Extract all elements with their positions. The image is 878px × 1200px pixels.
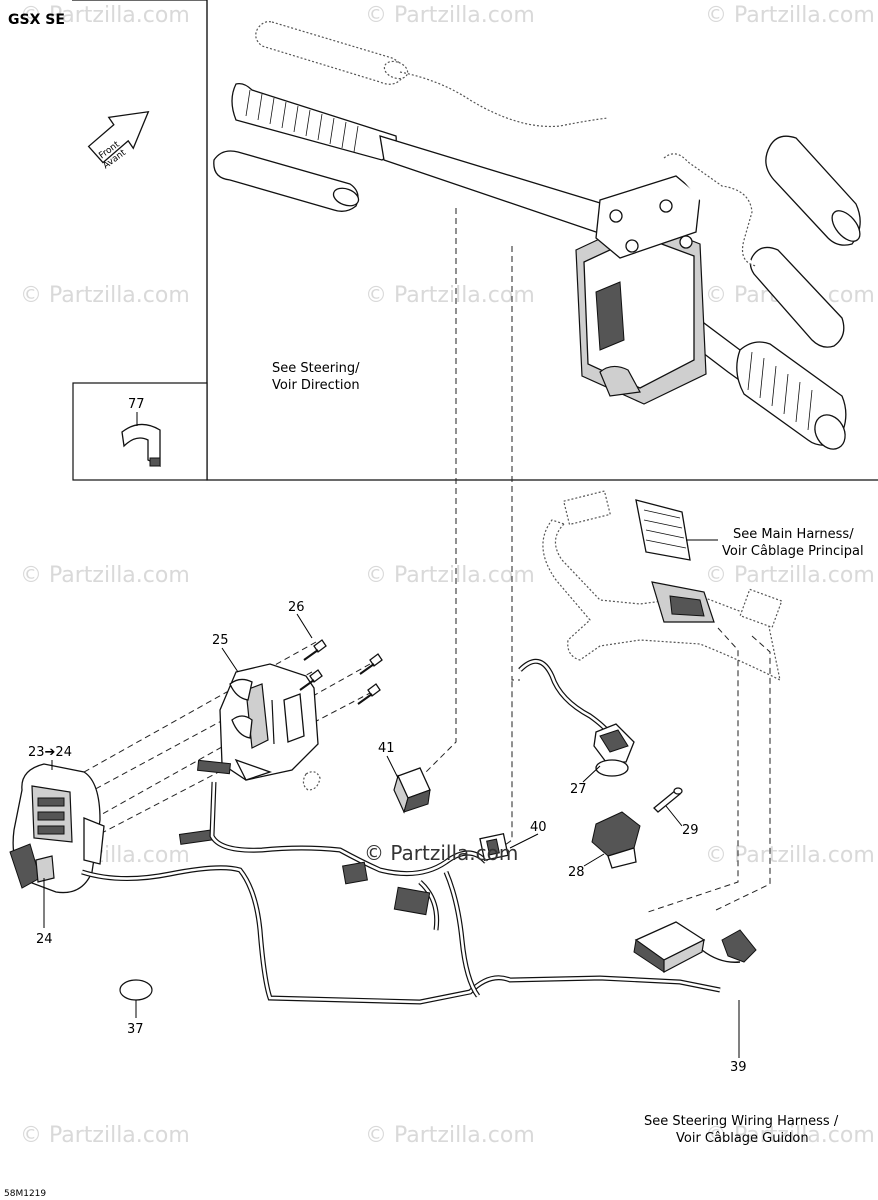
main-harness-note-line2: Voir Câblage Principal [722,544,864,559]
drawing-code: 58M1219 [4,1189,46,1199]
part-25-housing [219,663,319,781]
handlebar-assembly [213,21,861,450]
callout-77: 77 [128,397,145,412]
watermark: © Partzilla.com [365,563,535,588]
callout-29: 29 [682,823,699,838]
part-41-relay [393,767,431,814]
steering-wiring-note-line1: See Steering Wiring Harness / [644,1114,839,1129]
clip-ghost [302,771,321,791]
model-label: GSX SE [8,12,65,28]
callout-41: 41 [378,741,395,756]
part-39-module [633,921,757,973]
watermark: © Partzilla.com [705,3,875,28]
callout-40: 40 [530,820,547,835]
part-28-cap [591,811,641,869]
steering-note-line2: Voir Direction [272,378,360,393]
watermark: © Partzilla.com [365,1123,535,1148]
center-watermark: © Partzilla.com [364,841,518,865]
main-harness-ghost [542,490,783,682]
steering-note-line1: See Steering/ [272,361,360,376]
front-direction-arrow: Front Avant [87,110,150,171]
watermark: © Partzilla.com [705,843,875,868]
watermark: © Partzilla.com [365,3,535,28]
switch-connectors [178,759,231,845]
reference-notes: See Steering/ Voir Direction See Main Ha… [272,361,864,1146]
callout-28: 28 [568,865,585,880]
part-77-clip [121,423,161,468]
watermark: © Partzilla.com [705,563,875,588]
callout-37: 37 [127,1022,144,1037]
watermark: © Partzilla.com [20,3,190,28]
part-24-switch-housing [9,763,105,894]
callout-26: 26 [288,600,305,615]
watermark: © Partzilla.com [20,1123,190,1148]
callout-27: 27 [570,782,587,797]
watermarks: © Partzilla.com © Partzilla.com © Partzi… [20,3,875,1148]
watermark: © Partzilla.com [20,563,190,588]
part-40-wiring-harness [81,781,721,1005]
callout-39: 39 [730,1060,747,1075]
main-harness-note-line1: See Main Harness/ [733,527,854,542]
callout-23-24: 23➔24 [28,745,72,760]
leader-lines [43,412,740,1058]
part-29-pin [653,787,683,813]
callout-25: 25 [212,633,229,648]
callouts: 77 26 25 23➔24 24 41 27 29 40 28 37 39 [28,397,747,1075]
watermark: © Partzilla.com [365,283,535,308]
part-26-screws [299,639,383,705]
part-27-connector [518,658,635,777]
part-37-pad [119,979,153,1001]
callout-24: 24 [36,932,53,947]
watermark: © Partzilla.com [20,283,190,308]
watermark: © Partzilla.com [705,1123,875,1148]
steering-wiring-note-line2: Voir Câblage Guidon [676,1131,809,1146]
